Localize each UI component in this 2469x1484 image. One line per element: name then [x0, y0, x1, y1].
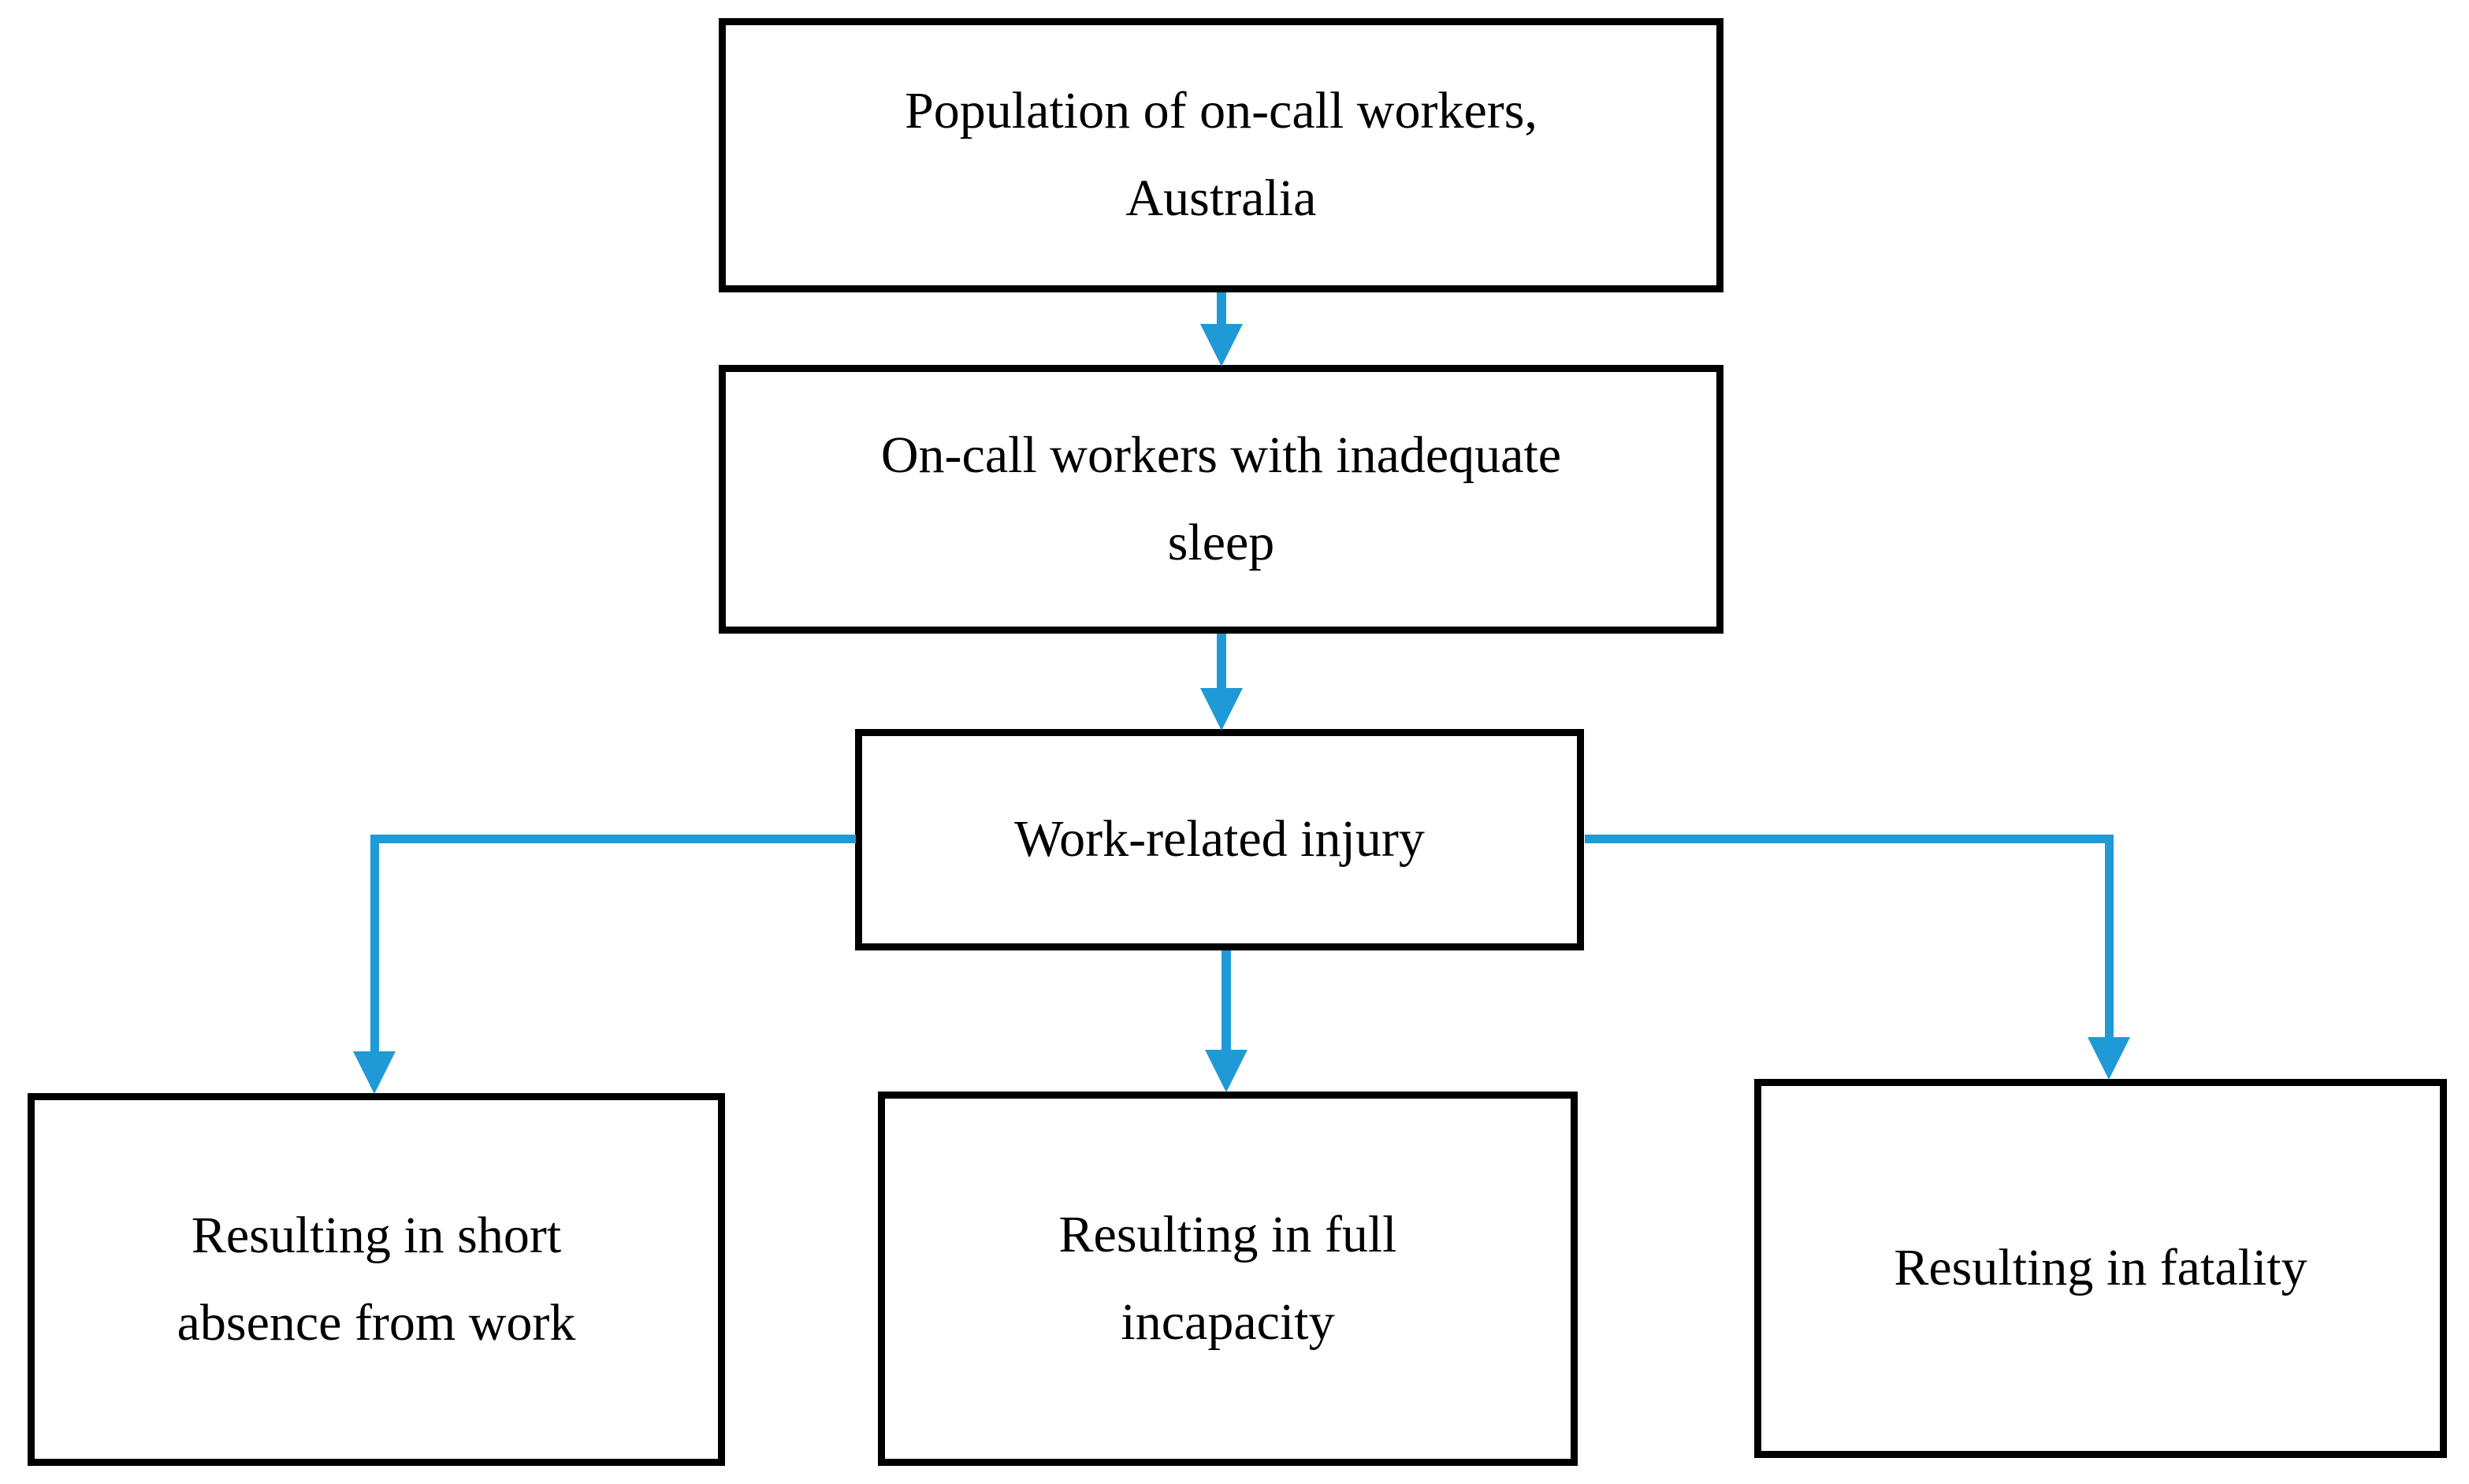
node-population-label: Population of on-call workers, Australia: [905, 82, 1538, 227]
node-population: Population of on-call workers, Australia: [719, 18, 1723, 292]
node-full-incapacity-label: Resulting in full incapacity: [1058, 1205, 1397, 1351]
edge-population-to-sleep-line: [1217, 292, 1226, 329]
edge-injury-to-fatality-arrowhead-icon: [2088, 1037, 2130, 1080]
node-short-absence: Resulting in short absence from work: [28, 1093, 725, 1466]
edge-population-to-sleep-arrowhead-icon: [1200, 324, 1243, 366]
edge-injury-to-absence-hline: [370, 835, 856, 843]
node-fatality-label: Resulting in fatality: [1894, 1239, 2307, 1297]
edge-injury-to-fatality-vline: [2105, 835, 2114, 1039]
node-inadequate-sleep-label: On-call workers with inadequate sleep: [880, 426, 1562, 571]
edge-injury-to-absence-vline: [370, 835, 379, 1053]
edge-injury-to-incapacity-line: [1221, 950, 1231, 1051]
edge-sleep-to-injury-arrowhead-icon: [1200, 688, 1243, 731]
node-full-incapacity: Resulting in full incapacity: [878, 1092, 1578, 1466]
edge-injury-to-incapacity-arrowhead-icon: [1205, 1050, 1248, 1092]
node-work-related-injury-label: Work-related injury: [1014, 810, 1425, 868]
edge-sleep-to-injury-line: [1217, 634, 1226, 689]
node-inadequate-sleep: On-call workers with inadequate sleep: [719, 365, 1723, 634]
node-short-absence-label: Resulting in short absence from work: [177, 1206, 576, 1352]
edge-injury-to-fatality-hline: [1585, 835, 2114, 843]
node-work-related-injury: Work-related injury: [855, 729, 1584, 950]
node-fatality: Resulting in fatality: [1754, 1079, 2447, 1458]
edge-injury-to-absence-arrowhead-icon: [353, 1051, 396, 1094]
